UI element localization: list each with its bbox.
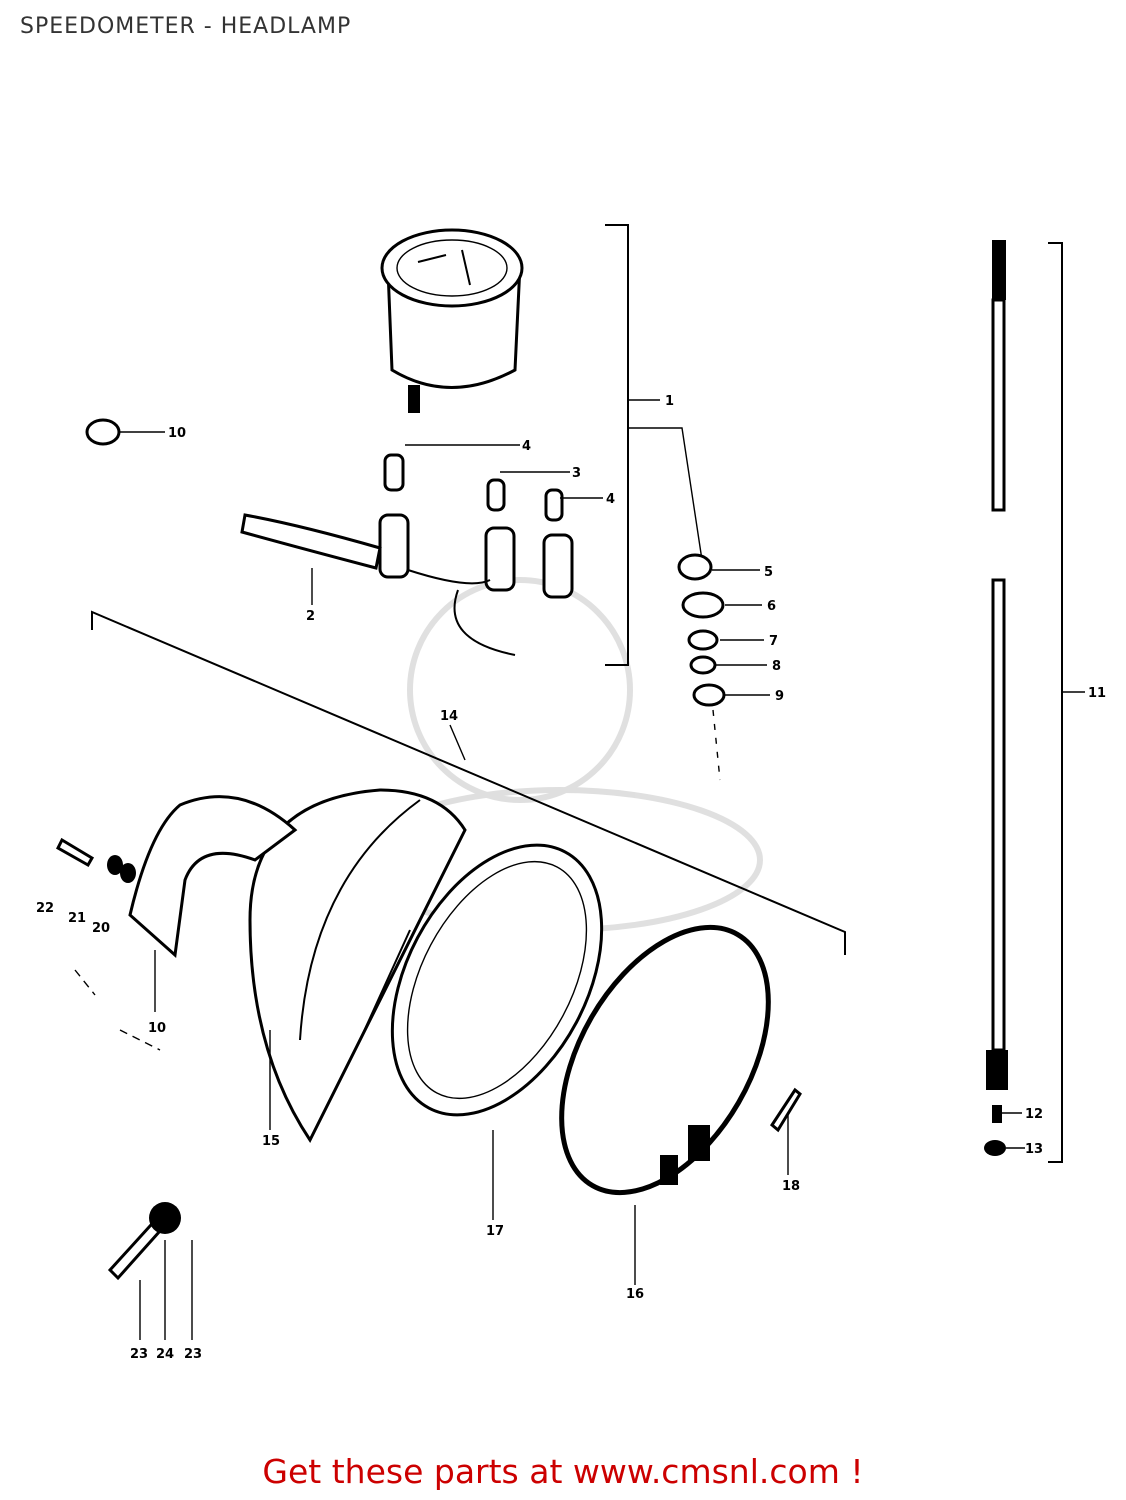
bracket-1 xyxy=(605,224,629,666)
callout-12: 12 xyxy=(1025,1107,1043,1122)
callout-11: 11 xyxy=(1088,686,1106,701)
callout-9: 9 xyxy=(775,689,784,704)
grommet-stack xyxy=(677,553,770,781)
diagram-title: SPEEDOMETER - HEADLAMP xyxy=(20,14,352,39)
speedometer-cable xyxy=(984,240,1085,1163)
callout-10-cap: 10 xyxy=(168,426,186,441)
speedometer-gauge xyxy=(380,228,524,413)
leader-lines xyxy=(74,950,789,1340)
callout-22: 22 xyxy=(36,901,54,916)
cap-10 xyxy=(85,418,165,446)
parts-diagram: 1 2 3 4 4 5 6 7 8 9 10 10 11 12 13 14 15… xyxy=(36,224,1106,1362)
callout-17: 17 xyxy=(486,1224,504,1239)
callout-7: 7 xyxy=(769,634,778,649)
bulb-sockets xyxy=(240,444,603,656)
bracket-14 xyxy=(91,610,846,955)
callout-2: 2 xyxy=(306,609,315,624)
callout-13: 13 xyxy=(1025,1142,1043,1157)
callout-3: 3 xyxy=(572,466,581,481)
callout-10-stay: 10 xyxy=(148,1021,166,1036)
callout-23a: 23 xyxy=(130,1347,148,1362)
sealed-beam-unit xyxy=(319,843,604,1121)
callout-4b: 4 xyxy=(606,492,615,507)
callout-15: 15 xyxy=(262,1134,280,1149)
callout-6: 6 xyxy=(767,599,776,614)
callout-labels: 1 2 3 4 4 5 6 7 8 9 10 10 11 12 13 14 15… xyxy=(36,394,1106,1362)
callout-14: 14 xyxy=(440,709,458,724)
headlamp-rim xyxy=(559,924,771,1196)
callout-8: 8 xyxy=(772,659,781,674)
callout-5: 5 xyxy=(764,565,773,580)
callout-20: 20 xyxy=(92,921,110,936)
callout-24: 24 xyxy=(156,1347,174,1362)
parts-link-banner[interactable]: Get these parts at www.cmsnl.com ! xyxy=(262,1452,864,1491)
callout-23b: 23 xyxy=(184,1347,202,1362)
callout-21: 21 xyxy=(68,911,86,926)
callout-18: 18 xyxy=(782,1179,800,1194)
callout-1: 1 xyxy=(665,394,674,409)
callout-16: 16 xyxy=(626,1287,644,1302)
headlamp-stay xyxy=(128,795,298,958)
callout-4a: 4 xyxy=(522,439,531,454)
screws-and-washers xyxy=(56,837,802,1281)
